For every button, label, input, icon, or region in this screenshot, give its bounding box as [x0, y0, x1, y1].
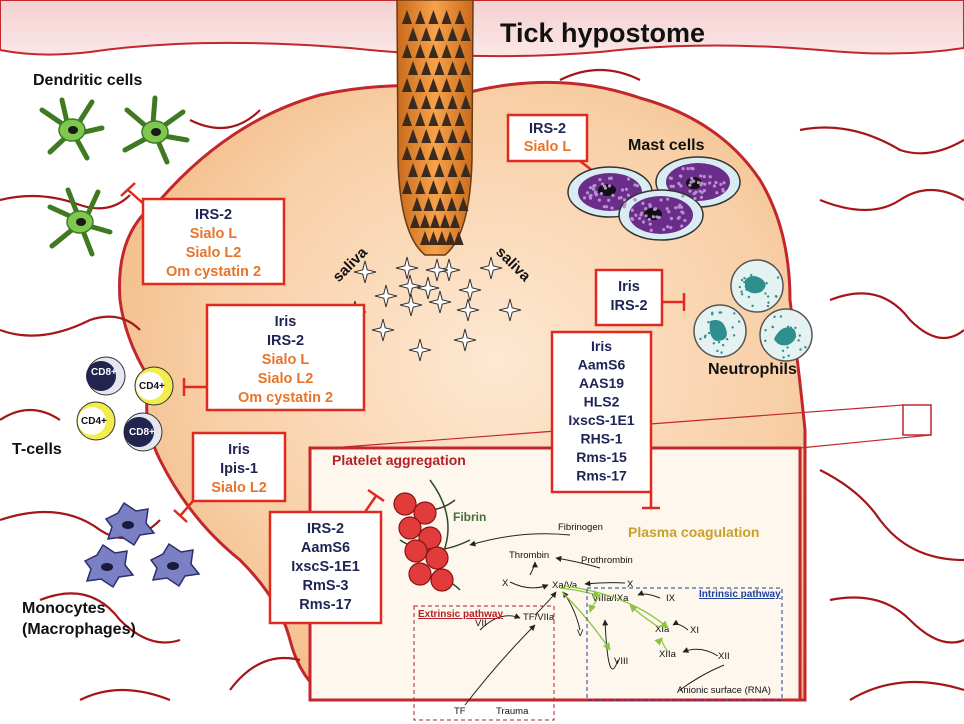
factor-xia-label: XIa: [655, 624, 670, 635]
inhibitor-item: IRS-2: [267, 333, 304, 349]
inhibitor-item: Sialo L2: [258, 371, 314, 387]
inhibitor-item: Sialo L: [190, 226, 238, 242]
inhibitor-item: AamS6: [578, 357, 626, 373]
factor-xiia-label: XIIa: [659, 649, 677, 660]
inhibition-icon: [182, 378, 207, 396]
inhibitor-item: AamS6: [301, 540, 350, 556]
extrinsic-pathway-box: [413, 605, 555, 721]
mast-cells-label: Mast cells: [628, 137, 705, 154]
inhibitor-item: Rms-17: [576, 468, 627, 484]
epidermis-layer: [0, 0, 964, 58]
mast-cell-icon: [567, 156, 741, 241]
inhibitor-item: Om cystatin 2: [238, 390, 333, 406]
inhibitor-item: Iris: [275, 314, 297, 330]
factor-ix-label: IX: [666, 593, 676, 604]
inhibition-icon: [662, 293, 686, 311]
mast-inhibitor-box: [506, 113, 589, 163]
tcell-inhibitor-box: [205, 303, 366, 412]
cd8-label: CD8+: [91, 367, 117, 378]
macrophage-icon: [83, 501, 201, 589]
dendritic-cell-icon: [39, 95, 190, 257]
tcells-label: T-cells: [12, 441, 62, 458]
inhibitor-item: AAS19: [579, 375, 624, 391]
inhibitor-item: HLS2: [584, 394, 620, 410]
inhibitor-item: Iris: [228, 442, 250, 458]
factor-xii-label: XII: [718, 651, 730, 662]
dendritic-cells-label: Dendritic cells: [33, 72, 142, 89]
platelet-aggregation-title: Platelet aggregation: [332, 452, 466, 468]
platelet-icon: [393, 479, 471, 592]
dendritic-inhibitor-box: [141, 197, 286, 286]
platelet-inhibitor-box: [268, 510, 383, 625]
coagulation-inhibitor-box: [550, 330, 653, 494]
coagulation-inhibitor-list: IrisAamS6AAS19HLS2IxscS-1E1RHS-1Rms-15Rm…: [568, 338, 634, 484]
inhibition-icon: [363, 488, 385, 513]
xava-label: Xa/Va: [552, 580, 578, 591]
inhibitor-item: IRS-2: [529, 121, 566, 137]
inhibitor-item: Om cystatin 2: [166, 264, 261, 280]
page-title: Tick hypostome: [500, 18, 705, 48]
plasma-coagulation-title: Plasma coagulation: [628, 524, 759, 540]
inhibition-icon: [173, 500, 194, 523]
inhibitor-item: RmS-3: [303, 578, 349, 594]
inhibitor-item: IRS-2: [610, 298, 647, 314]
coagulation-panel: [308, 446, 802, 702]
coagulation-cascade: Fibrinogen Thrombin Prothrombin X Xa/Va …: [454, 522, 771, 717]
inhibitor-item: IxscS-1E1: [291, 559, 360, 575]
fibrinogen-label: Fibrinogen: [558, 522, 603, 533]
inhibition-icon: [120, 182, 146, 206]
neutrophil-icon: [693, 259, 813, 362]
factor-x-right: X: [627, 579, 634, 590]
macrophages-label: (Macrophages): [22, 621, 136, 638]
inhibitor-item: Sialo L: [524, 139, 572, 155]
intrinsic-pathway-label: Intrinsic pathway: [699, 589, 781, 600]
neutrophil-inhibitor-box: [594, 268, 664, 327]
trauma-label: Trauma: [496, 706, 529, 717]
factor-vii-label: VII: [475, 618, 487, 629]
inhibitor-item: Rms-17: [299, 597, 351, 613]
cd4-label: CD4+: [139, 381, 165, 392]
factor-viii-label: VIII: [614, 656, 628, 667]
inhibition-icon: [642, 492, 660, 510]
factor-x-left: X: [502, 578, 509, 589]
inhibitor-item: IRS-2: [195, 207, 232, 223]
inhibitor-item: RHS-1: [580, 431, 622, 447]
tick-hypostome-icon: [396, 0, 474, 256]
monocyte-inhibitor-box: [191, 431, 287, 503]
cd4-label: CD4+: [81, 416, 107, 427]
cascade-arrows: [464, 533, 725, 706]
inhibitor-item: IRS-2: [307, 521, 344, 537]
inhibitor-item: Sialo L2: [211, 480, 267, 496]
inhibitor-item: Rms-15: [576, 449, 627, 465]
t-cell-icon: CD8+ CD4+ CD4+ CD8+: [76, 356, 174, 452]
fibrin-label: Fibrin: [453, 510, 486, 524]
inhibitor-item: Sialo L: [262, 352, 310, 368]
inhibitor-item: Sialo L2: [186, 245, 242, 261]
factor-v-label: V: [577, 628, 584, 639]
anionic-surface-label: Anionic surface (RNA): [677, 685, 771, 696]
factor-xi-label: XI: [690, 625, 699, 636]
tf-viia-label: TF/VIIa: [523, 612, 555, 623]
blood-vessels: [0, 68, 964, 702]
cd8-label: CD8+: [129, 427, 155, 438]
inhibitor-item: Iris: [618, 279, 640, 295]
neutrophils-label: Neutrophils: [708, 361, 797, 378]
thrombin-label: Thrombin: [509, 550, 549, 561]
monocytes-label: Monocytes: [22, 600, 106, 617]
prothrombin-label: Prothrombin: [581, 555, 633, 566]
extrinsic-pathway-label: Extrinsic pathway: [418, 609, 503, 620]
tf-label: TF: [454, 706, 466, 717]
inhibitor-item: Ipis-1: [220, 461, 258, 477]
viiia-ixa-label: VIIIa/IXa: [592, 593, 629, 604]
inhibitor-item: IxscS-1E1: [568, 412, 634, 428]
inhibitor-item: Iris: [591, 338, 612, 354]
